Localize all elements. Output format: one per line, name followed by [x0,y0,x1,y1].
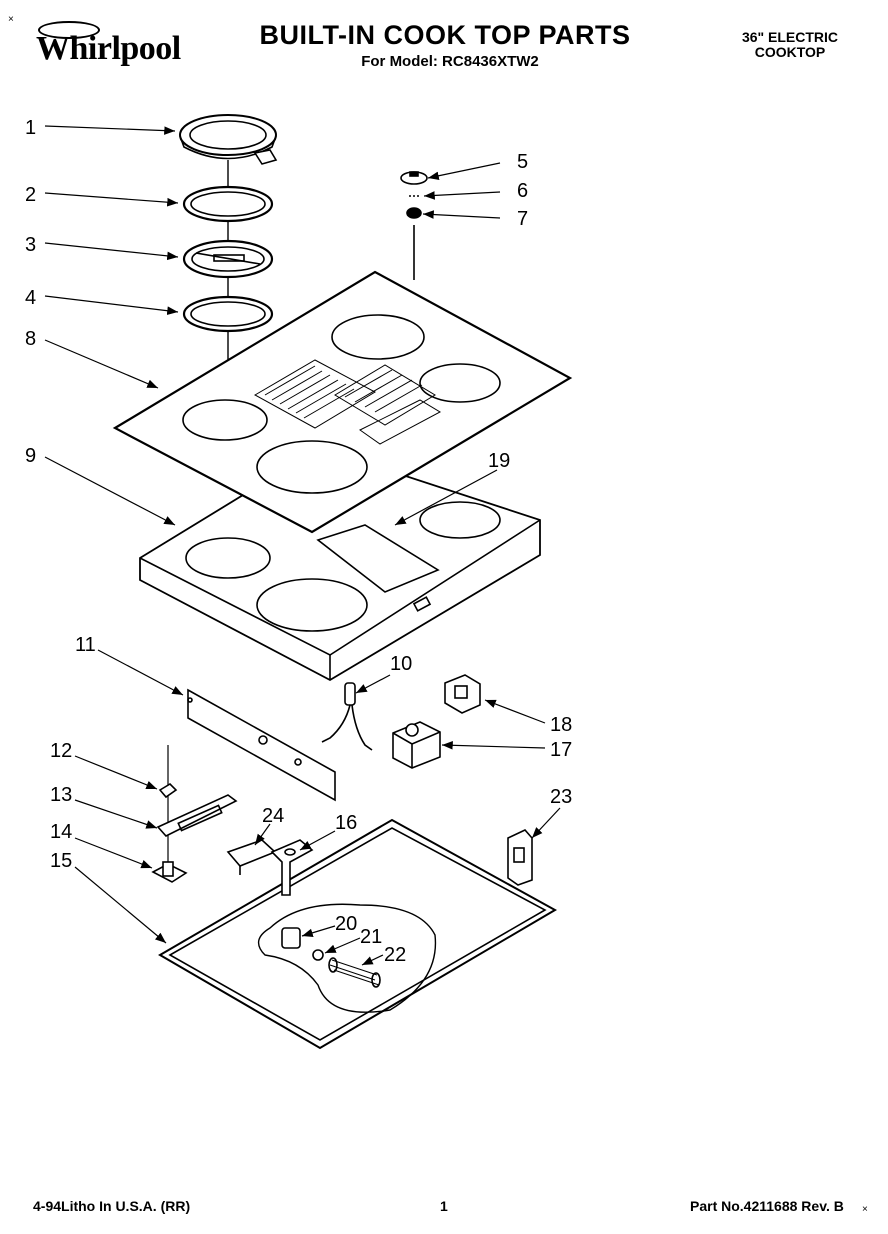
control-graphics [253,359,442,445]
product-type: 36" ELECTRIC COOKTOP [720,30,860,60]
infinite-switch-part-17 [392,721,441,769]
product-type-line2: COOKTOP [754,44,826,60]
callout-16: 16 [335,812,357,834]
element-ring-part-2 [182,185,274,223]
bracket-part-12 [158,782,178,799]
wire-harness-part-10 [321,682,373,751]
callout-3: 3 [25,234,36,256]
callout-10: 10 [390,653,412,675]
bezel-part-7 [406,207,422,219]
callout-19: 19 [488,450,510,472]
callout-14: 14 [50,821,72,843]
part-number: Part No.4211688 Rev. B [690,1198,844,1214]
callout-1: 1 [25,117,36,139]
callout-labels: 1 2 3 4 5 6 7 8 9 10 11 12 13 14 15 16 1… [25,117,572,966]
callout-22: 22 [384,944,406,966]
model-number: For Model: RC8436XTW2 [361,53,539,70]
callout-5: 5 [517,151,528,173]
litho-note: 4-94Litho In U.S.A. (RR) [33,1198,191,1214]
callout-24: 24 [262,805,284,827]
callout-6: 6 [517,180,528,202]
callout-11: 11 [75,634,96,656]
callout-15: 15 [50,850,72,872]
brand-logo: Whirlpool [36,21,181,68]
knob-part-5 [400,171,428,185]
spring-part-22 [328,957,381,988]
element-bracket-part-3 [182,239,274,279]
callout-17: 17 [550,739,572,761]
bracket-part-23 [507,829,533,886]
indicator-light-part-13 [156,794,238,837]
corner-mark: × [862,1204,868,1215]
element-ring-part-1 [179,114,278,165]
callout-21: 21 [360,926,382,948]
bracket-part-24 [226,839,277,875]
callout-13: 13 [50,784,72,806]
callout-12: 12 [50,740,72,762]
callout-8: 8 [25,328,36,350]
burner-box-part-9 [139,447,541,682]
callout-18: 18 [550,714,572,736]
bracket-part-18 [444,674,481,714]
corner-mark: × [8,14,14,25]
page-title: BUILT-IN COOK TOP PARTS [259,20,631,50]
nut-part-21 [312,949,324,961]
callout-23: 23 [550,786,572,808]
callout-2: 2 [25,184,36,206]
glass-cooktop-part-8 [112,270,573,534]
page-number: 1 [440,1198,448,1214]
terminal-part-20 [281,927,301,949]
callout-7: 7 [517,208,528,230]
callout-4: 4 [25,287,36,309]
product-type-line1: 36" ELECTRIC [741,29,839,45]
element-ring-part-4 [182,295,274,333]
logo-oval [38,21,100,39]
bottom-pan-part-15 [158,818,558,1050]
thermostat-part-14 [151,861,188,883]
leader-lines [44,125,561,966]
callout-20: 20 [335,913,357,935]
callout-9: 9 [25,445,36,467]
control-bracket-part-11 [187,688,336,802]
